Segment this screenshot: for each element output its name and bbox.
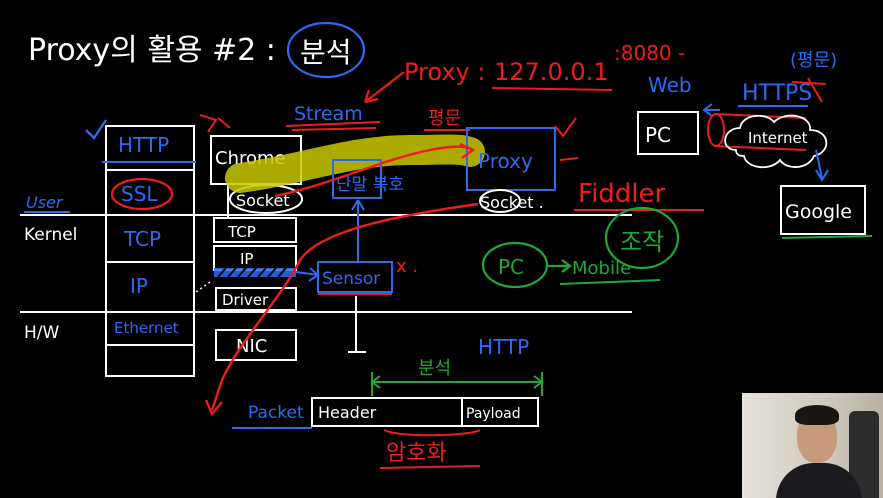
cloud-down-arrow [815,149,829,182]
proxy-address: 127.0.0.1 [494,58,609,86]
encryption-label: 암호화 [386,441,447,466]
zone-kernel: Kernel [24,225,77,245]
green-circled-label: 조작 [620,228,664,256]
stream-strike [285,121,381,131]
title-text: Proxy의 활용 #2 : [28,33,276,68]
client-driver: Driver [222,291,269,309]
decrypt-up-arrow [351,199,365,262]
analysis-arrow [370,375,544,389]
encryption-underline [379,465,481,469]
decrypt-label: 단말 복호 [336,175,404,195]
dotted-link [195,281,211,293]
https-label: HTTPS [742,81,812,106]
proxy-label: Proxy : [404,58,485,86]
webcam-presenter-hair [795,405,839,425]
pc-box [637,111,699,155]
analysis-ticks [371,372,543,396]
plain-note: (평문) [790,50,837,71]
green-mobile-underline [559,279,661,285]
sensor-blue-arrow [295,267,320,282]
green-circled-note [604,206,680,270]
hatch-band [214,268,296,277]
chrome-red-mark [199,114,231,133]
layer-ip: IP [130,274,148,298]
title-circle [286,21,366,79]
proxy-socket-circle [479,189,521,213]
plaintext-label: 평문 [428,108,461,129]
internet-label: Internet [748,129,808,147]
packet-label: Packet [248,403,304,423]
title-circled-word: 분석 [300,36,352,69]
protocol-stack [105,125,195,377]
web-label: Web [648,73,692,97]
red-arrowhead-top [459,142,476,159]
google-label: Google [785,201,852,223]
tunnel-end [707,113,725,147]
red-arrowhead [204,399,223,417]
packet-analysis: 분석 [418,358,451,379]
zone-user: User [26,193,64,212]
proxy-box [466,127,556,191]
proxy-arrow [363,71,405,104]
packet-http: HTTP [478,335,529,359]
layer-ssl: SSL [121,182,158,206]
packet-payload: Payload [466,406,521,422]
https-red-mark [791,77,827,103]
sensor-x-mark: x . [396,256,418,277]
google-underline [781,235,873,239]
red-traffic-path [210,145,479,411]
pc-label: PC [645,123,671,147]
webcam-overlay [742,393,883,498]
client-tcp: TCP [227,223,256,241]
sensor-box [317,261,393,293]
hatch-lines [217,267,287,278]
proxy-red-check [554,117,579,161]
highlight-band [225,134,485,193]
sensor-down-line [348,296,366,353]
fiddler-label: Fiddler [578,179,666,209]
sensor-label: Sensor [322,269,380,289]
proxy-socket-label: Socket . [480,193,544,212]
stream-label: Stream [294,103,363,125]
client-ip: IP [240,250,253,268]
proxy-port: :8080 - [614,41,685,65]
proxy-box-label: Proxy [478,149,533,173]
layer-tcp: TCP [123,227,161,251]
packet-box [311,397,539,427]
zone-hw: H/W [24,323,60,343]
internet-cloud [724,114,828,169]
layer-http: HTTP [118,133,169,157]
green-pc-label: PC [498,255,524,279]
address-underline [491,87,613,91]
layer-ethernet: Ethernet [114,319,179,337]
encryption-bracket [383,429,481,437]
check-mark [85,119,107,140]
green-mobile-label: Mobile [572,258,631,279]
ssl-circle [110,177,174,211]
green-arrow [546,259,572,273]
packet-header: Header [318,403,377,422]
pc-blue-arrow [702,103,720,117]
google-box [780,185,866,235]
